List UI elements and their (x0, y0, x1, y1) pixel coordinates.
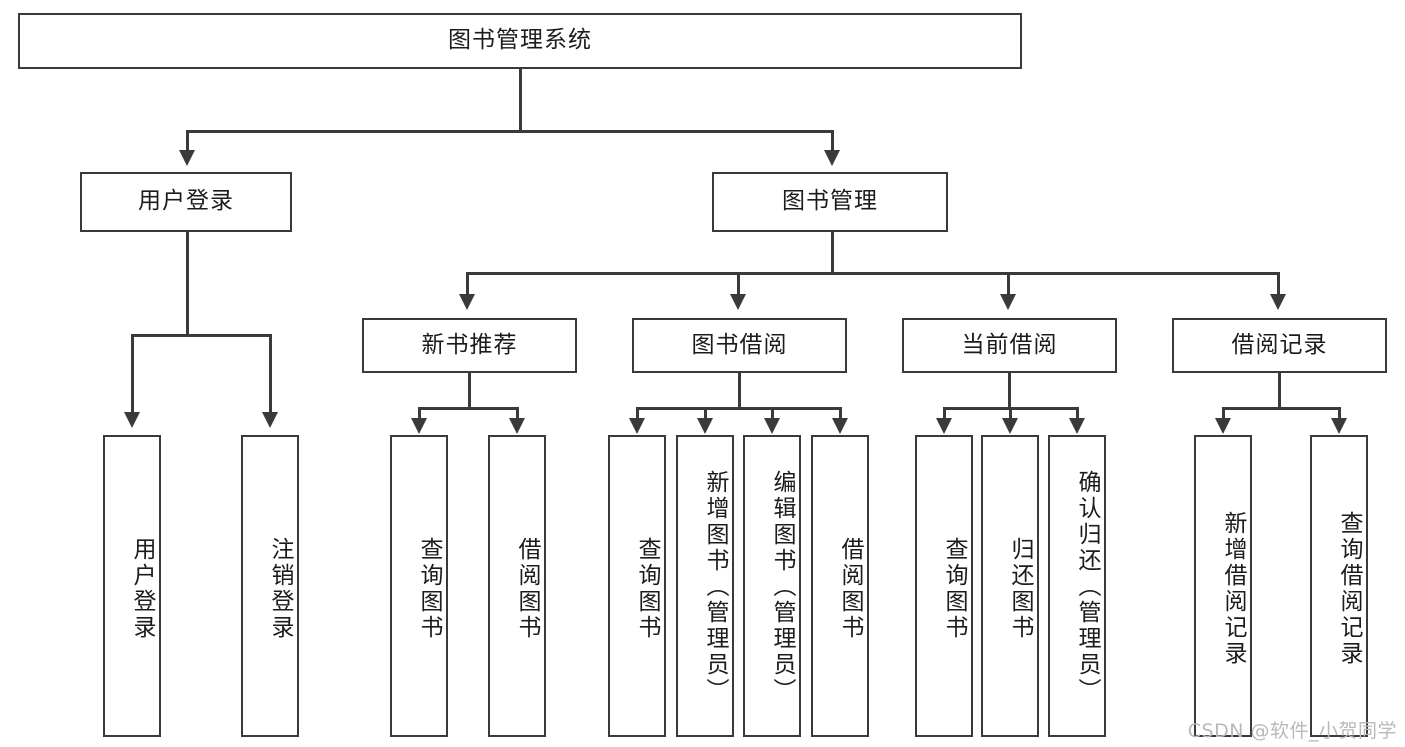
node-label: 新增图书（管理员） (702, 470, 728, 704)
leaf-current-borrow-confirm-return-admin[interactable]: 确认归还（管理员） (1048, 435, 1106, 737)
connector-user-login-stem (186, 232, 189, 336)
connector-user-login-to-leaf-1 (131, 334, 134, 416)
connector-root-to-book-management (831, 130, 834, 154)
node-label: 新增借阅记录 (1220, 511, 1246, 667)
arrow-bm-to-current-borrow (1000, 294, 1016, 310)
arrow-bm-to-book-borrow (730, 294, 746, 310)
arrow-cb-to-leaf-1 (936, 418, 952, 434)
arrow-user-login-to-leaf-2 (262, 412, 278, 428)
arrow-br-to-leaf-1 (1215, 418, 1231, 434)
connector-br-bar (1222, 407, 1341, 410)
connector-nbr-bar (418, 407, 519, 410)
arrow-bb-to-leaf-2 (697, 418, 713, 434)
leaf-borrow-record-query-record[interactable]: 查询借阅记录 (1310, 435, 1368, 737)
node-label: 新书推荐 (421, 331, 518, 358)
node-label: 查询借阅记录 (1336, 511, 1362, 667)
connector-user-login-bar (131, 334, 272, 337)
connector-bm-to-new-book (466, 272, 469, 298)
connector-bb-bar (636, 407, 841, 410)
node-label: 归还图书 (1007, 537, 1033, 641)
arrow-root-to-book-management (824, 150, 840, 166)
connector-bm-to-borrow-record (1277, 272, 1280, 298)
node-label: 查询图书 (634, 537, 660, 641)
arrow-bb-to-leaf-4 (832, 418, 848, 434)
connector-cb-to-leaf-1 (943, 407, 946, 421)
connector-user-login-to-leaf-2 (269, 334, 272, 416)
leaf-user-login-logout[interactable]: 注销登录 (241, 435, 299, 737)
connector-br-to-leaf-2 (1338, 407, 1341, 421)
leaf-book-borrow-add-book-admin[interactable]: 新增图书（管理员） (676, 435, 734, 737)
arrow-bm-to-new-book (459, 294, 475, 310)
connector-bb-to-leaf-3 (771, 407, 774, 421)
csdn-watermark: CSDN @软件_小贺同学 (1187, 720, 1397, 742)
leaf-user-login-user-login[interactable]: 用户登录 (103, 435, 161, 737)
connector-cb-to-leaf-2 (1009, 407, 1012, 421)
connector-root-bar (186, 130, 834, 133)
arrow-cb-to-leaf-3 (1069, 418, 1085, 434)
node-borrow-record[interactable]: 借阅记录 (1172, 318, 1387, 373)
node-label: 图书管理 (782, 188, 878, 215)
arrow-nbr-to-leaf-1 (411, 418, 427, 434)
node-label: 借阅记录 (1231, 331, 1328, 358)
leaf-book-borrow-query-book[interactable]: 查询图书 (608, 435, 666, 737)
leaf-current-borrow-return-book[interactable]: 归还图书 (981, 435, 1039, 737)
node-label: 借阅图书 (837, 537, 863, 641)
connector-bm-to-current-borrow (1007, 272, 1010, 298)
leaf-book-borrow-borrow-book[interactable]: 借阅图书 (811, 435, 869, 737)
node-label: 图书管理系统 (448, 27, 592, 54)
leaf-new-book-query-book[interactable]: 查询图书 (390, 435, 448, 737)
node-label: 注销登录 (267, 537, 293, 641)
connector-nbr-to-leaf-1 (418, 407, 421, 421)
arrow-br-to-leaf-2 (1331, 418, 1347, 434)
connector-br-stem (1278, 373, 1281, 409)
leaf-new-book-borrow-book[interactable]: 借阅图书 (488, 435, 546, 737)
node-label: 当前借阅 (961, 331, 1058, 358)
leaf-current-borrow-query-book[interactable]: 查询图书 (915, 435, 973, 737)
node-label: 确认归还（管理员） (1074, 470, 1100, 704)
connector-nbr-stem (468, 373, 471, 409)
node-label: 编辑图书（管理员） (769, 470, 795, 704)
node-book-borrow[interactable]: 图书借阅 (632, 318, 847, 373)
connector-root-to-user-login (186, 130, 189, 154)
connector-cb-stem (1008, 373, 1011, 409)
node-label: 用户登录 (129, 537, 155, 641)
node-user-login[interactable]: 用户登录 (80, 172, 292, 232)
connector-br-to-leaf-1 (1222, 407, 1225, 421)
node-book-management[interactable]: 图书管理 (712, 172, 948, 232)
connector-bb-to-leaf-4 (839, 407, 842, 421)
node-label: 查询图书 (941, 537, 967, 641)
connector-book-management-bar (466, 272, 1280, 275)
connector-book-management-stem (831, 232, 834, 274)
node-new-book-recommend[interactable]: 新书推荐 (362, 318, 577, 373)
leaf-book-borrow-edit-book-admin[interactable]: 编辑图书（管理员） (743, 435, 801, 737)
connector-bb-stem (738, 373, 741, 409)
arrow-user-login-to-leaf-1 (124, 412, 140, 428)
node-label: 查询图书 (416, 537, 442, 641)
connector-cb-to-leaf-3 (1076, 407, 1079, 421)
leaf-borrow-record-add-record[interactable]: 新增借阅记录 (1194, 435, 1252, 737)
arrow-bb-to-leaf-1 (629, 418, 645, 434)
node-label: 图书借阅 (691, 331, 788, 358)
node-root-book-management-system[interactable]: 图书管理系统 (18, 13, 1022, 69)
connector-root-stem (519, 69, 522, 132)
arrow-bb-to-leaf-3 (764, 418, 780, 434)
node-current-borrow[interactable]: 当前借阅 (902, 318, 1117, 373)
arrow-nbr-to-leaf-2 (509, 418, 525, 434)
arrow-root-to-user-login (179, 150, 195, 166)
node-label: 借阅图书 (514, 537, 540, 641)
node-label: 用户登录 (138, 188, 234, 215)
connector-bb-to-leaf-2 (704, 407, 707, 421)
connector-bb-to-leaf-1 (636, 407, 639, 421)
arrow-bm-to-borrow-record (1270, 294, 1286, 310)
connector-nbr-to-leaf-2 (516, 407, 519, 421)
connector-bm-to-book-borrow (737, 272, 740, 298)
arrow-cb-to-leaf-2 (1002, 418, 1018, 434)
